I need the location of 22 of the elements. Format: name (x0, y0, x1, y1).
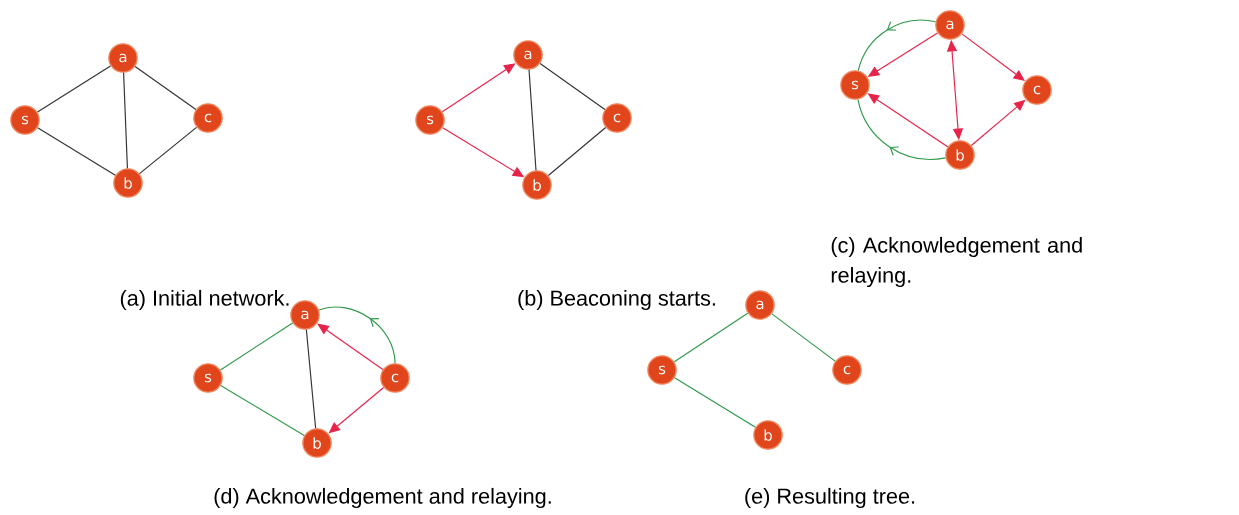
arrow (317, 323, 384, 371)
edge-line (674, 377, 756, 428)
edge-line (219, 322, 294, 371)
edge-line (220, 385, 305, 436)
edge-line (138, 126, 198, 175)
edge-line (36, 65, 112, 113)
edge-line (37, 127, 116, 176)
edge-line (673, 312, 749, 363)
edge-line (305, 329, 317, 429)
caption: (d) Acknowledgement and relaying. (214, 487, 551, 509)
edge-line (123, 72, 128, 169)
caption: (a) Initial network. (120, 289, 289, 311)
edge-line (539, 63, 606, 110)
edge-line (547, 126, 607, 177)
caption: (c) Acknowledgement and relaying. (831, 236, 1082, 288)
caption: (e) Resulting tree. (745, 487, 915, 509)
arrow (328, 386, 385, 434)
edge-line (771, 313, 836, 362)
arrow (970, 99, 1026, 147)
caption: (b) Beaconing starts. (518, 289, 715, 311)
edge-line (528, 69, 537, 171)
edge-line (134, 65, 197, 111)
